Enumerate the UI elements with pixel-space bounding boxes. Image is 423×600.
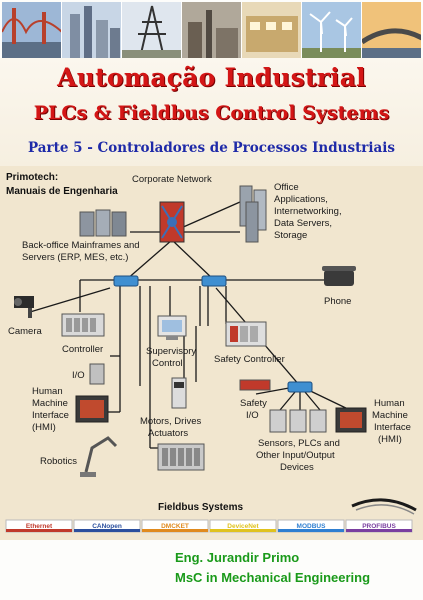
swoosh-logo (351, 498, 417, 512)
fieldbus-logo-label: Ethernet (26, 523, 53, 530)
footer (0, 540, 423, 600)
industrial-photo-strip (2, 2, 421, 58)
safety-io-label-1: Safety (240, 398, 267, 409)
cover-subtitle: PLCs & Fieldbus Control Systems (33, 102, 390, 124)
supervisory-label-1: Supervisory (146, 346, 196, 357)
camera-icon (14, 296, 34, 318)
robot-arm-icon (80, 436, 118, 477)
fieldbus-logo-underline (74, 529, 140, 532)
towers-photo (62, 2, 122, 58)
supervisory-label-2: Control (152, 358, 183, 369)
safety-io-label-2: I/O (246, 410, 259, 421)
io-module-icon (89, 363, 105, 385)
motor-drive-icon (171, 377, 187, 409)
hmi-left-label-4: (HMI) (32, 422, 56, 433)
highway-bridge-photo (362, 2, 421, 58)
office-label-2: Applications, (274, 194, 328, 205)
hmi-right-label-1: Human (374, 398, 405, 409)
robotics-label: Robotics (40, 456, 77, 467)
industrial-plant-photo (182, 2, 242, 58)
sensors-label-2: Other Input/Output (256, 450, 335, 461)
office-label-1: Office (274, 182, 299, 193)
fieldbus-logo-label: DMCKET (161, 523, 189, 530)
author-degree: MsC in Mechanical Engineering (175, 570, 371, 585)
power-tower-photo (122, 2, 182, 58)
fieldbus-logo-label: DeviceNet (227, 523, 259, 530)
sensor-plc-icon (269, 409, 327, 433)
hmi-left-label-1: Human (32, 386, 63, 397)
controller-label: Controller (62, 344, 103, 355)
safety-io-icon (239, 379, 271, 391)
safety-controller-icon (225, 321, 267, 347)
sensors-label-1: Sensors, PLCs and (258, 438, 340, 449)
io-label: I/O (72, 370, 85, 381)
backoffice-servers-icon (79, 209, 127, 237)
author-name: Eng. Jurandir Primo (175, 550, 300, 565)
hmi-right-label-3: Interface (374, 422, 411, 433)
hmi-left-label-2: Machine (32, 398, 68, 409)
hmi-left-icon (75, 395, 109, 423)
title-band (0, 58, 423, 166)
backoffice-label-2: Servers (ERP, MES, etc.) (22, 252, 128, 263)
supervisory-monitor-icon (157, 315, 187, 340)
fieldbus-logo-underline (6, 529, 72, 532)
fieldbus-logo-label: MODBUS (297, 523, 327, 530)
publisher-label: Primotech: (6, 172, 58, 183)
hmi-left-label-3: Interface (32, 410, 69, 421)
corporate-network-label: Corporate Network (132, 174, 212, 185)
hmi-right-label-4: (HMI) (378, 434, 402, 445)
bridge-photo (2, 2, 62, 58)
fieldbus-logo-underline (142, 529, 208, 532)
factory-photo (242, 2, 302, 58)
fieldbus-systems-label: Fieldbus Systems (158, 502, 243, 513)
hmi-right-icon (335, 407, 367, 433)
corporate-router-icon (159, 201, 185, 243)
network-diagram: Primotech: Manuais de Engenharia Corpora… (0, 166, 423, 540)
office-servers-icon (239, 185, 267, 243)
hmi-right-label-2: Machine (372, 410, 408, 421)
backoffice-label-1: Back-office Mainframes and (22, 240, 140, 251)
fieldbus-logos-bar: Ethernet CANopen DMCKET DeviceNet MODBUS PROF… (5, 519, 413, 533)
sensors-label-3: Devices (280, 462, 314, 473)
fieldbus-logo-label: CANopen (92, 523, 122, 530)
camera-label: Camera (8, 326, 43, 337)
cover-title: Automação Industrial (57, 63, 366, 92)
network-switch-icon (113, 275, 313, 393)
motors-label-1: Motors, Drives (140, 416, 201, 427)
publisher-series-label: Manuais de Engenharia (6, 186, 118, 197)
office-label-5: Storage (274, 230, 307, 241)
phone-label: Phone (324, 296, 351, 307)
safety-controller-label: Safety Controller (214, 354, 285, 365)
office-label-3: Internetworking, (274, 206, 342, 217)
drive-rack-icon (157, 443, 205, 471)
cover-part-title: Parte 5 - Controladores de Processos Ind… (27, 140, 396, 156)
fieldbus-logo-underline (346, 529, 412, 532)
wind-turbines-photo (302, 2, 362, 58)
fieldbus-logo-underline (278, 529, 344, 532)
phone-icon (322, 266, 356, 286)
fieldbus-logo-underline (210, 529, 276, 532)
motors-label-2: Actuators (148, 428, 188, 439)
controller-icon (61, 313, 105, 337)
fieldbus-logo-label: PROFIBUS (362, 523, 396, 530)
office-label-4: Data Servers, (274, 218, 332, 229)
